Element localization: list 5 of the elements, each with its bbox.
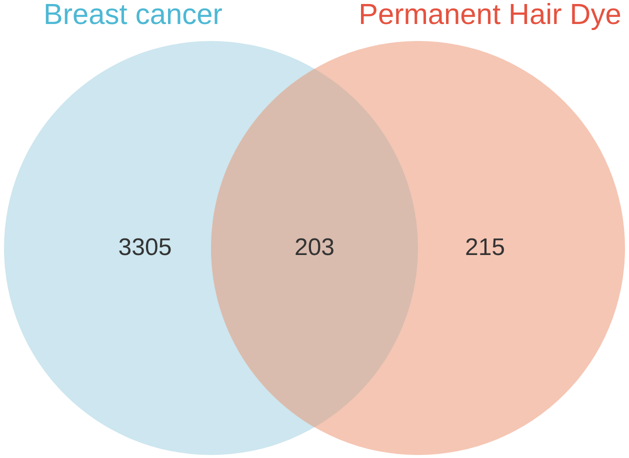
count-label: 3305 [118, 236, 172, 260]
set-title: Breast cancer [44, 1, 222, 30]
set-title: Permanent Hair Dye [358, 1, 622, 30]
count-label: 215 [464, 236, 506, 260]
count-label: 203 [294, 236, 335, 260]
